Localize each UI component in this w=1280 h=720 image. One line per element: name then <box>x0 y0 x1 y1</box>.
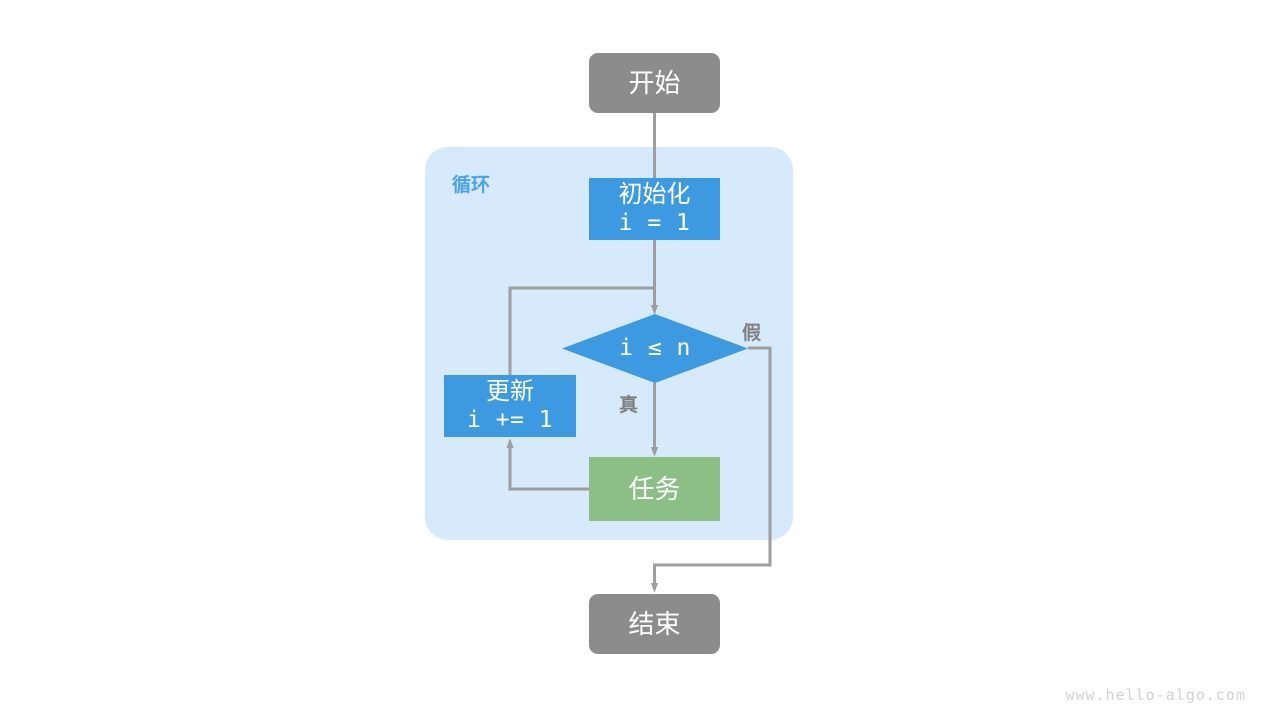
node-update-label: 更新 <box>486 378 534 406</box>
watermark: www.hello-algo.com <box>1065 686 1246 704</box>
node-condition-text-wrap: i ≤ n <box>562 314 748 383</box>
node-condition[interactable]: i ≤ n <box>562 314 748 383</box>
edge-task-to-update <box>506 438 589 491</box>
node-task-label: 任务 <box>628 473 681 504</box>
diamond-shape <box>562 314 748 383</box>
node-task[interactable]: 任务 <box>589 457 720 521</box>
node-end[interactable]: 结束 <box>589 594 720 654</box>
node-init[interactable]: 初始化 i = 1 <box>589 178 720 240</box>
node-update-code: i += 1 <box>466 406 554 433</box>
edge-label-true: 真 <box>619 395 639 416</box>
edge-label-false: 假 <box>742 323 762 344</box>
node-condition-code: i ≤ n <box>619 334 691 361</box>
node-end-label: 结束 <box>628 608 681 639</box>
loop-group-label: 循环 <box>452 175 491 196</box>
node-start[interactable]: 开始 <box>589 53 720 113</box>
node-init-code: i = 1 <box>618 209 691 236</box>
node-update[interactable]: 更新 i += 1 <box>444 375 576 437</box>
node-start-label: 开始 <box>628 67 681 98</box>
edge-update-to-condition <box>508 286 655 375</box>
node-init-label: 初始化 <box>618 181 691 209</box>
edge-condition-false-to-end <box>650 346 772 593</box>
